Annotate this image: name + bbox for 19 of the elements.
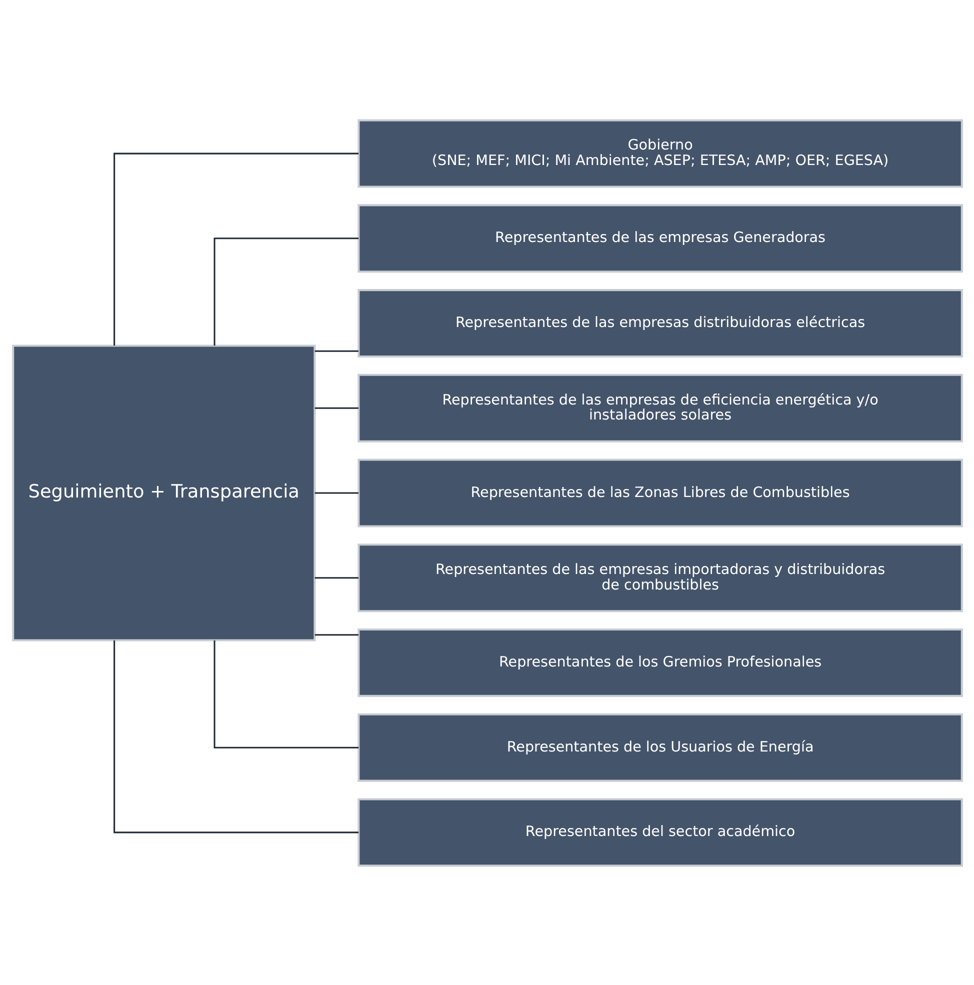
node-box: Representantes de las empresas distribuidoras eléctricas: [357, 288, 962, 358]
node-box: Representantes de las empresas Generadoras: [357, 204, 962, 272]
connector: [113, 152, 358, 346]
node-box: Seguimiento + Transparencia: [12, 344, 316, 641]
node-box: Representantes del sector académico: [357, 798, 962, 866]
connector: [113, 640, 358, 833]
connector: [314, 634, 358, 636]
connector: [213, 237, 358, 346]
connector: [213, 640, 358, 748]
connector: [314, 576, 358, 578]
node-box: Representantes de los Usuarios de Energía: [357, 712, 962, 782]
node-box: Representantes de las Zonas Libres de Combustibles: [357, 458, 962, 527]
connector: [314, 492, 358, 494]
node-box: Representantes de las empresas de eficiencia energética y/o instaladores solares: [357, 373, 962, 442]
connector: [314, 406, 358, 408]
node-box: Gobierno (SNE; MEF; MICI; Mi Ambiente; ASEP; ETESA; AMP; OER; EGESA): [357, 118, 962, 188]
node-box: Representantes de los Gremios Profesionales: [357, 628, 962, 696]
connector: [314, 350, 358, 352]
node-box: Representantes de las empresas importadoras y distribuidoras de combustibles: [357, 543, 962, 612]
